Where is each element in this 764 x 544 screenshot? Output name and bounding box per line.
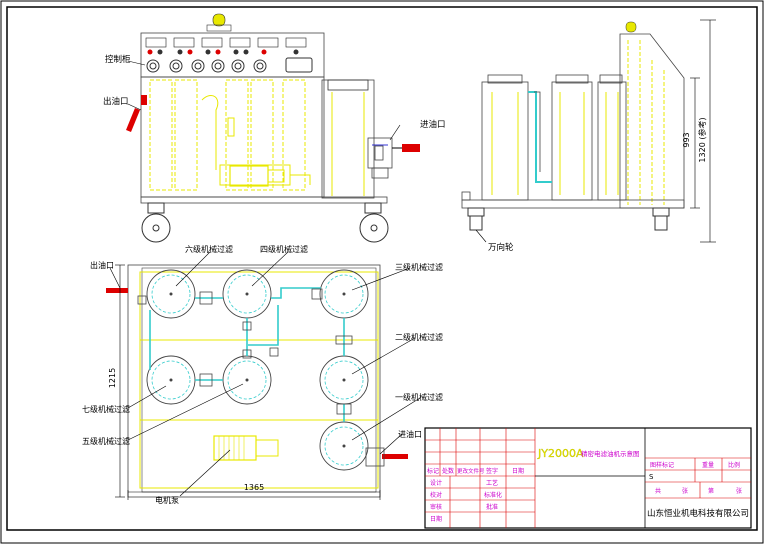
internal-filters-front bbox=[149, 79, 311, 191]
plan-pump bbox=[213, 435, 257, 461]
side-wheels bbox=[467, 207, 670, 231]
plan-pipes bbox=[149, 287, 345, 422]
title-block: 标记 处数 更改文件号 签字 日期 设计 校对 审核 工艺 标准化 批准 日期 … bbox=[424, 427, 752, 529]
main-cabinet bbox=[140, 76, 325, 198]
sign-check: 校对 bbox=[430, 491, 442, 499]
sign-review: 审核 bbox=[430, 503, 442, 511]
label-filter-1: 一级机械过滤 bbox=[395, 392, 443, 402]
label-filter-2: 二级机械过滤 bbox=[395, 332, 443, 342]
sign-process: 工艺 bbox=[486, 479, 498, 487]
dim-plan-width: 1365 bbox=[244, 483, 264, 492]
front-wheels bbox=[141, 202, 389, 243]
label-oil-inlet-plan: 进油口 bbox=[398, 429, 422, 439]
base-frame bbox=[140, 196, 388, 204]
plan-view: 1215 1365 六级机械过滤 四级机械过滤 三级机械过滤 二级机械过滤 一级… bbox=[82, 244, 443, 505]
sheet-unit: 张 bbox=[682, 487, 688, 495]
label-filter-5: 五级机械过滤 bbox=[82, 436, 130, 446]
label-filter-3: 三级机械过滤 bbox=[395, 262, 443, 272]
side-pipe bbox=[528, 91, 552, 183]
revision-grid bbox=[425, 428, 536, 528]
plan-outer-frame bbox=[127, 264, 381, 498]
label-control-panel: 控制柜 bbox=[105, 54, 131, 65]
front-filter-housing bbox=[321, 79, 375, 199]
inlet-hose bbox=[402, 144, 420, 152]
pressure-gauges bbox=[146, 57, 313, 73]
label-oil-inlet-top: 进油口 bbox=[420, 119, 446, 130]
sheet-letter: S bbox=[649, 473, 654, 481]
label-oil-outlet-top: 出油口 bbox=[103, 96, 129, 107]
label-oil-outlet-plan: 出油口 bbox=[90, 260, 114, 270]
label-filter-4: 四级机械过滤 bbox=[260, 244, 308, 254]
sign-standard: 标准化 bbox=[484, 491, 502, 499]
drawing-title: JY2000A bbox=[537, 447, 584, 460]
inner-border bbox=[6, 6, 758, 531]
dim-height-outer: 1320 (参考) bbox=[697, 117, 707, 162]
dim-height-inner: 993 bbox=[682, 132, 691, 147]
front-pump bbox=[229, 165, 269, 187]
side-base bbox=[461, 199, 685, 209]
side-filter-housings bbox=[481, 74, 627, 201]
label-universal-wheel: 万向轮 bbox=[488, 242, 514, 253]
side-beacon bbox=[625, 21, 637, 33]
sheet-unit-right: 张 bbox=[736, 487, 742, 495]
side-view: 万向轮 993 1320 (参考) bbox=[461, 19, 716, 253]
sign-design: 设计 bbox=[430, 479, 442, 487]
inlet-filter-canister bbox=[367, 137, 393, 169]
meter-row bbox=[145, 37, 307, 55]
outlet-hose-front bbox=[126, 108, 140, 132]
col-scale: 比例 bbox=[728, 461, 740, 469]
plan-inlet-hose bbox=[382, 454, 408, 459]
front-view: 控制柜 出油口 进油口 bbox=[103, 13, 446, 243]
col-weight: 重量 bbox=[702, 461, 714, 469]
label-filter-7: 七级机械过滤 bbox=[82, 404, 130, 414]
sign-approve: 批准 bbox=[486, 503, 498, 511]
dim-plan-height: 1215 bbox=[108, 368, 117, 388]
rev-header-mark: 标记 bbox=[427, 467, 439, 475]
sheet-total: 共 bbox=[655, 487, 661, 495]
label-pump: 电机泵 bbox=[155, 495, 179, 505]
beacon-lamp bbox=[212, 13, 226, 27]
rev-header-date: 日期 bbox=[512, 467, 524, 475]
col-drawing-mark: 图样标记 bbox=[650, 461, 674, 469]
rev-header-file: 更改文件号 bbox=[457, 467, 485, 475]
company-name: 山东恒业机电科技有限公司 bbox=[647, 508, 749, 519]
sheet-number: 第 bbox=[708, 487, 714, 495]
label-filter-6: 六级机械过滤 bbox=[185, 244, 233, 254]
side-cabinet bbox=[619, 33, 685, 209]
sign-date: 日期 bbox=[430, 515, 442, 523]
drawing-subtitle: 精密电滤油机示意图 bbox=[581, 449, 640, 458]
rev-header-count: 处数 bbox=[442, 467, 454, 475]
rev-header-sign: 签字 bbox=[486, 467, 498, 475]
plan-outlet-hose bbox=[106, 288, 128, 293]
height-dimensions bbox=[690, 19, 716, 243]
